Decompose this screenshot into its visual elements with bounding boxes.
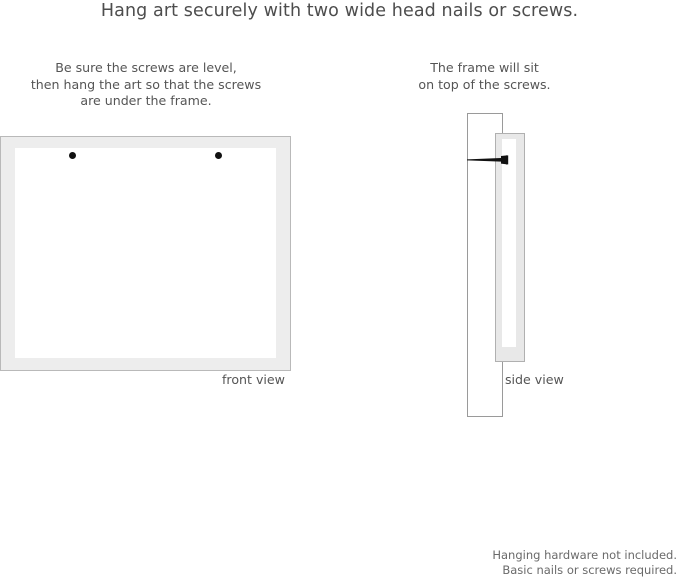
screw-head-left-icon — [69, 152, 76, 159]
footer-note-line-1: Hanging hardware not included. — [492, 548, 677, 562]
front-view-caption-line-2: then hang the art so that the screws — [30, 76, 262, 92]
front-view-caption-line-3: are under the frame. — [80, 93, 212, 108]
front-view-caption: Be sure the screws are level, then hang … — [0, 60, 292, 110]
side-view-caption-line-2: on top of the screws. — [418, 76, 551, 92]
footer-note-line-2: Basic nails or screws required. — [502, 562, 677, 577]
front-view-caption-line-1: Be sure the screws are level, — [55, 60, 237, 75]
wide-head-nail-icon — [467, 155, 511, 165]
front-view-label: front view — [222, 372, 285, 387]
footer-note: Hanging hardware not included. Basic nai… — [0, 548, 679, 577]
side-view-frame-inner — [502, 139, 516, 347]
front-view-diagram — [0, 136, 291, 371]
side-view-label: side view — [505, 372, 564, 387]
page-title: Hang art securely with two wide head nai… — [100, 1, 579, 21]
side-view-caption: The frame will sit on top of the screws. — [392, 60, 577, 93]
side-view-caption-line-1: The frame will sit — [430, 60, 539, 75]
picture-frame-mat — [15, 148, 276, 358]
screw-head-right-icon — [215, 152, 222, 159]
